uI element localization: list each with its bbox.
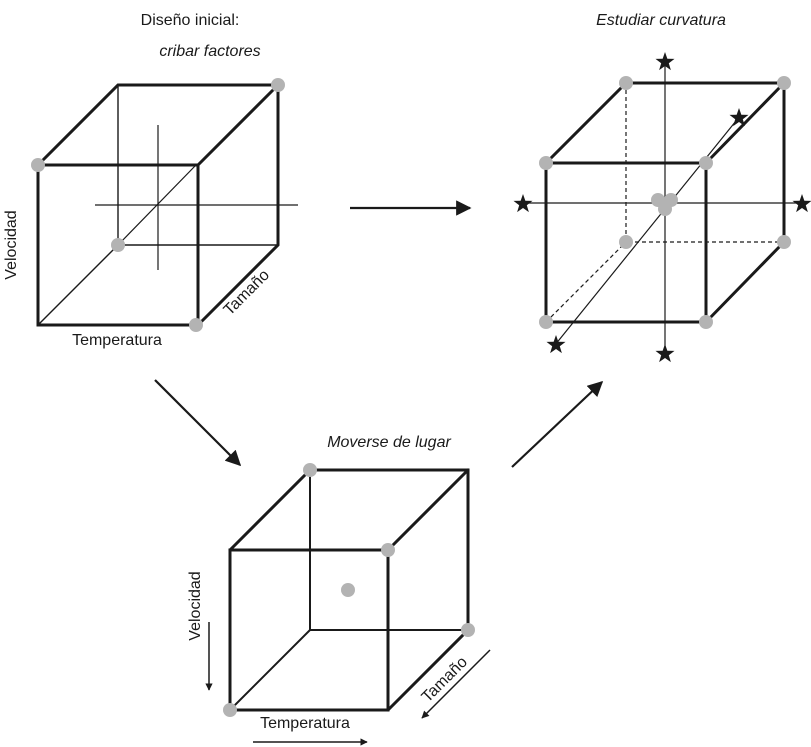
curvature-design-cube: Estudiar curvatura — [513, 12, 811, 363]
cube-back-edges — [229, 469, 469, 711]
center-point — [658, 202, 672, 216]
factor-label-temperature: Temperatura — [72, 332, 162, 349]
initial-title-line1: Diseño inicial: — [141, 12, 240, 29]
design-point — [189, 318, 203, 332]
design-point — [539, 315, 553, 329]
design-point — [31, 158, 45, 172]
design-point — [111, 238, 125, 252]
depth-edge-bottom-left — [37, 244, 119, 326]
initial-title-line2: cribar factores — [159, 43, 260, 60]
size-direction-arrow — [421, 649, 491, 719]
star-icon — [729, 108, 749, 127]
curvature-title: Estudiar curvatura — [596, 12, 726, 29]
factor-label-temperature: Temperatura — [260, 715, 350, 732]
factor-label-velocity: Velocidad — [3, 210, 20, 279]
design-point — [381, 543, 395, 557]
design-point — [619, 235, 633, 249]
arrow-move-to-curvature — [511, 380, 604, 468]
center-point — [341, 583, 355, 597]
initial-design-cube: Diseño inicial: cribar factores Velocida… — [3, 12, 298, 349]
design-point — [777, 235, 791, 249]
design-point — [271, 78, 285, 92]
star-icon — [513, 194, 533, 213]
star-icon — [792, 194, 811, 213]
design-point — [223, 703, 237, 717]
star-icon — [546, 335, 566, 354]
design-point — [461, 623, 475, 637]
design-point — [699, 315, 713, 329]
arrow-initial-to-move — [154, 379, 242, 467]
design-point — [539, 156, 553, 170]
design-point — [303, 463, 317, 477]
factor-label-velocity: Velocidad — [187, 571, 204, 640]
center-axis-depth — [554, 115, 741, 346]
design-point — [619, 76, 633, 90]
move-design-cube: Moverse de lugar Velocidad Temperatura T… — [187, 434, 491, 746]
move-title: Moverse de lugar — [327, 434, 451, 451]
star-icon — [655, 344, 675, 363]
design-point — [699, 156, 713, 170]
factor-label-size: Tamaño — [419, 654, 471, 706]
design-point — [777, 76, 791, 90]
cube-visible-edges — [228, 468, 470, 712]
star-icon — [655, 52, 675, 71]
center-axis-depth — [117, 164, 197, 246]
